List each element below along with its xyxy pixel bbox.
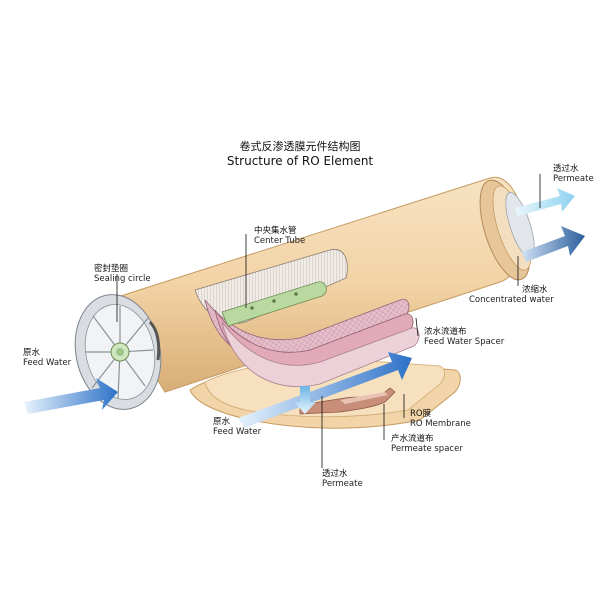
svg-text:浓缩水: 浓缩水 (522, 284, 548, 295)
label-ro-membrane: RO膜 RO Membrane (410, 408, 471, 429)
cutaway-layers (194, 249, 420, 387)
svg-text:浓水流道布: 浓水流道布 (424, 326, 467, 337)
title-cn: 卷式反渗透膜元件结构图 (240, 139, 361, 153)
title-en: Structure of RO Element (227, 154, 374, 168)
svg-text:RO Membrane: RO Membrane (410, 419, 471, 429)
svg-text:Feed Water: Feed Water (23, 358, 72, 368)
svg-text:透过水: 透过水 (322, 468, 348, 479)
label-concentrated: 浓缩水 Concentrated water (469, 284, 554, 305)
svg-text:Feed Water: Feed Water (213, 427, 262, 437)
svg-text:Center Tube: Center Tube (254, 236, 305, 246)
permeate-arrow-bottom (294, 386, 316, 414)
svg-text:产水流道布: 产水流道布 (391, 433, 434, 444)
left-end-cap (74, 294, 162, 410)
label-center-tube: 中央集水管 Center Tube (254, 225, 305, 246)
svg-text:密封垫圈: 密封垫圈 (94, 263, 128, 274)
svg-text:透过水: 透过水 (553, 163, 579, 174)
label-feed-water-left: 原水 Feed Water (23, 347, 72, 368)
svg-text:Permeate spacer: Permeate spacer (391, 444, 463, 454)
svg-text:中央集水管: 中央集水管 (254, 225, 297, 236)
svg-text:Permeate: Permeate (553, 174, 594, 184)
concentrated-arrow (522, 226, 585, 262)
svg-text:原水: 原水 (213, 416, 231, 427)
svg-text:Sealing circle: Sealing circle (94, 274, 151, 284)
svg-text:Feed Water Spacer: Feed Water Spacer (424, 337, 505, 347)
svg-text:Concentrated water: Concentrated water (469, 295, 554, 305)
label-permeate-bottom: 透过水 Permeate (322, 468, 363, 489)
flow-arrows (24, 188, 585, 428)
label-permeate-spacer: 产水流道布 Permeate spacer (391, 433, 463, 454)
permeate-arrow-top (515, 188, 575, 216)
svg-text:RO膜: RO膜 (410, 408, 432, 419)
leader-lines (116, 174, 541, 468)
label-feed-water-bottom: 原水 Feed Water (213, 416, 262, 437)
label-permeate-top: 透过水 Permeate (553, 163, 594, 184)
svg-text:原水: 原水 (23, 347, 41, 358)
svg-text:Permeate: Permeate (322, 479, 363, 489)
label-feed-water-spacer: 浓水流道布 Feed Water Spacer (424, 326, 505, 347)
feed-water-arrow-left (24, 378, 118, 414)
label-sealing-circle: 密封垫圈 Sealing circle (94, 263, 151, 284)
feed-water-arrow-bottom (238, 352, 412, 428)
